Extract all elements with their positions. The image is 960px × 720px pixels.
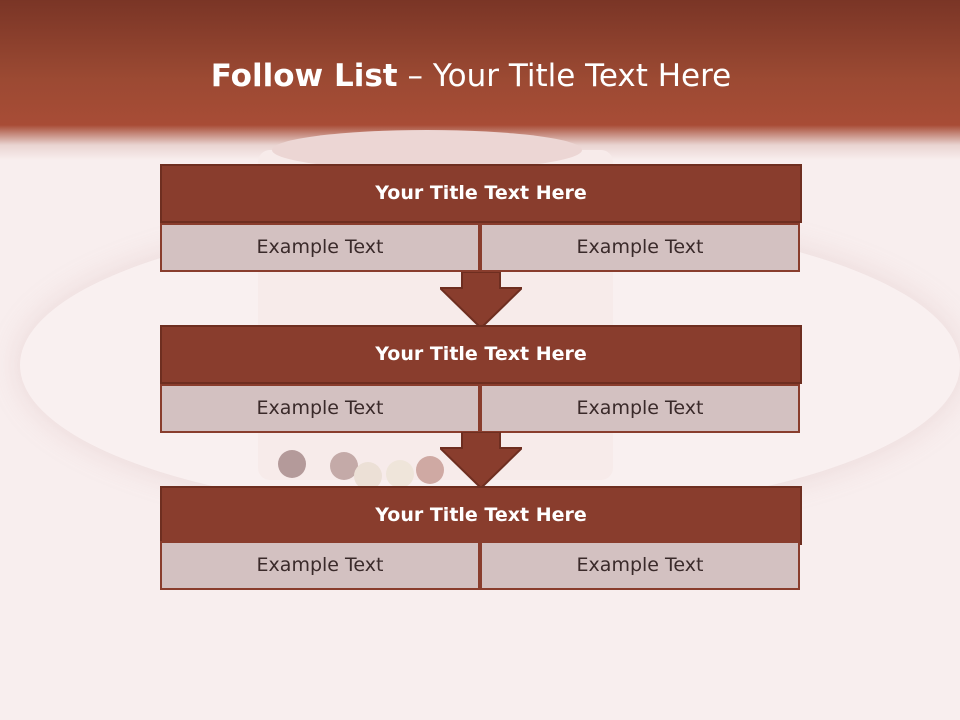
step-cell-left: Example Text [160, 223, 480, 272]
step-1: Your Title Text Here Example Text Exampl… [160, 164, 802, 272]
step-2: Your Title Text Here Example Text Exampl… [160, 325, 802, 433]
background-cake-top [272, 130, 582, 170]
down-arrow-icon [440, 432, 522, 488]
background-bead [354, 462, 382, 490]
background-bead [278, 450, 306, 478]
step-title: Your Title Text Here [160, 164, 802, 223]
step-cell-left: Example Text [160, 541, 480, 590]
step-title: Your Title Text Here [160, 486, 802, 545]
step-3: Your Title Text Here Example Text Exampl… [160, 486, 802, 594]
background-bead [386, 460, 414, 488]
step-cell-right: Example Text [480, 384, 800, 433]
slide-title-bold: Follow List [210, 58, 398, 94]
slide-title-rest: – Your Title Text Here [407, 58, 732, 94]
step-cell-left: Example Text [160, 384, 480, 433]
step-cell-right: Example Text [480, 541, 800, 590]
down-arrow-icon [440, 272, 522, 328]
slide-title: Follow List – Your Title Text Here [0, 55, 942, 97]
background-bead [416, 456, 444, 484]
step-title: Your Title Text Here [160, 325, 802, 384]
step-cell-right: Example Text [480, 223, 800, 272]
background-bead [330, 452, 358, 480]
